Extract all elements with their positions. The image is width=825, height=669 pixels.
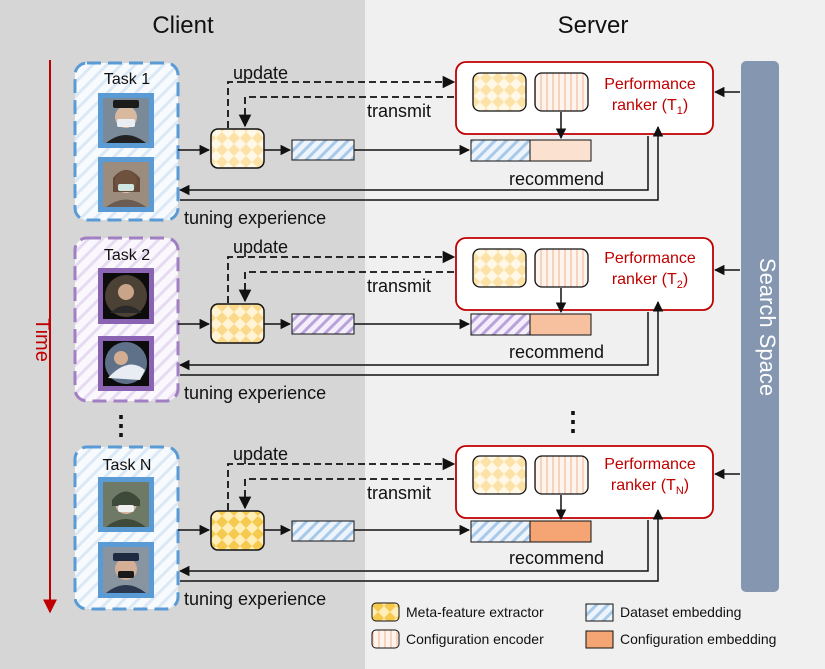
task-1-photo-1 (98, 93, 154, 148)
legend-meta-feature-extractor-swatch (371, 602, 400, 622)
task-n-ranker-line2: ranker (TN) (611, 477, 689, 497)
search-space-bar (741, 61, 779, 592)
task-2-label: Task 2 (104, 247, 150, 264)
legend-configuration-embedding-swatch (585, 630, 614, 649)
legend-configuration-encoder-swatch (371, 629, 400, 649)
task-1-recommend-label: recommend (509, 169, 604, 189)
task-n-recommend-label: recommend (509, 548, 604, 568)
time-label: Time (31, 318, 53, 362)
legend-configuration-encoder: Configuration encoder (406, 631, 544, 647)
task-n-ranker-config-encoder (534, 455, 589, 495)
task-1-ranker-meta-module (472, 72, 527, 112)
search-space-label: Search Space (755, 258, 780, 396)
task-2-dataset-embedding-server (470, 313, 531, 336)
task-1-dataset-embedding (291, 139, 355, 161)
task-1-ranker-line1: Performance (604, 76, 696, 93)
task-n-ranker-meta-module (472, 455, 527, 495)
task-2-photo-2 (98, 336, 154, 391)
legend-meta-feature-extractor: Meta-feature extractor (406, 604, 544, 620)
task-n-photo-2 (98, 542, 154, 598)
task-1-ranker-config-encoder (534, 72, 589, 112)
task-1-group: Task 1 Performance ranker (T1) (73, 61, 740, 228)
task-2-dataset-embedding (291, 313, 355, 335)
task-1-dataset-embedding-server (470, 139, 531, 162)
task-2-ranker-config-encoder (534, 248, 589, 288)
task-n-dataset-embedding-server (470, 520, 531, 543)
legend-dataset-embedding: Dataset embedding (620, 604, 741, 620)
task-1-photo-2 (98, 157, 154, 212)
task-2-group: Task 2 Performance ranker (T2) (73, 236, 740, 403)
task-n-tuning-experience-label: tuning experience (184, 589, 326, 609)
task-2-ranker-line1: Performance (604, 250, 696, 267)
task-1-meta-feature-extractor (210, 128, 265, 169)
client-ellipsis: ⋮ (108, 410, 134, 440)
task-1-update-label: update (233, 63, 288, 83)
task-1-configuration-embedding (529, 139, 592, 162)
task-2-photo-1 (98, 268, 154, 324)
task-n-ranker-line1: Performance (604, 456, 696, 473)
task-n-dataset-embedding (291, 520, 355, 542)
server-ellipsis: ⋮ (560, 406, 586, 436)
legend-dataset-embedding-swatch (585, 603, 614, 622)
task-2-update-label: update (233, 237, 288, 257)
server-title: Server (558, 12, 629, 39)
task-2-ranker-line2: ranker (T2) (612, 271, 688, 291)
client-title: Client (152, 12, 214, 39)
task-2-transmit-label: transmit (367, 276, 431, 296)
task-2-recommend-label: recommend (509, 342, 604, 362)
task-n-configuration-embedding (529, 520, 592, 543)
task-1-ranker-line2: ranker (T1) (612, 97, 688, 117)
task-2-meta-feature-extractor (210, 303, 265, 344)
task-2-ranker-meta-module (472, 248, 527, 288)
task-n-label: Task N (103, 457, 152, 474)
task-2-configuration-embedding (529, 313, 592, 336)
task-1-label: Task 1 (104, 71, 150, 88)
task-n-meta-feature-extractor (210, 510, 265, 551)
task-n-update-label: update (233, 444, 288, 464)
task-n-transmit-label: transmit (367, 483, 431, 503)
task-n-photo-1 (98, 477, 154, 532)
legend-configuration-embedding: Configuration embedding (620, 631, 776, 647)
task-2-tuning-experience-label: tuning experience (184, 383, 326, 403)
task-1-transmit-label: transmit (367, 101, 431, 121)
legend: Meta-feature extractor Dataset embedding… (371, 602, 776, 649)
task-n-group: Task N Performance ranker (TN) (73, 444, 740, 611)
task-1-tuning-experience-label: tuning experience (184, 208, 326, 228)
